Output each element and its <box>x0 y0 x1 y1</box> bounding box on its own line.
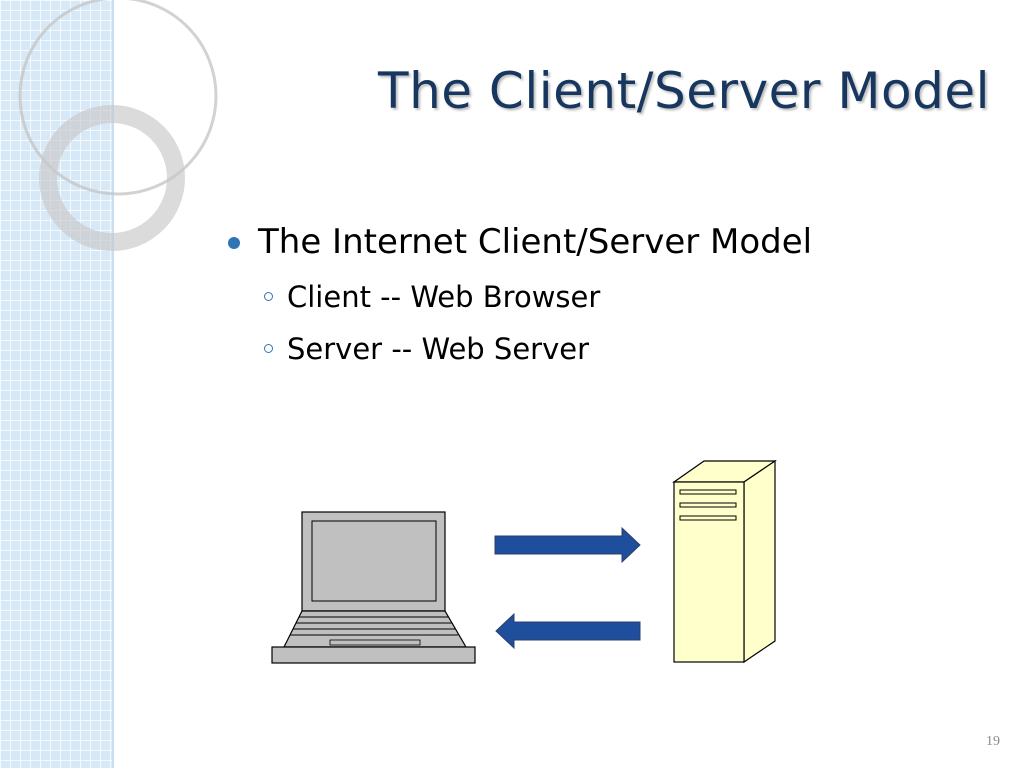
bullet-text: The Internet Client/Server Model <box>258 222 813 262</box>
decorative-circles <box>18 0 218 251</box>
bullet-item: The Internet Client/Server Model <box>228 222 988 262</box>
server-tower-icon <box>672 459 777 664</box>
slide-title: The Client/Server Model <box>378 62 990 120</box>
arrow-left-icon <box>495 612 641 650</box>
page-number: 19 <box>986 734 1000 749</box>
bullet-list: The Internet Client/Server Model Client … <box>228 222 988 366</box>
laptop-icon <box>271 511 476 664</box>
arrow-right-icon <box>494 526 641 564</box>
sub-bullet-text: Client -- Web Browser <box>287 280 601 314</box>
bullet-dot-icon <box>228 237 240 249</box>
sub-bullet-item-server: Server -- Web Server <box>228 332 988 366</box>
sub-bullet-item-client: Client -- Web Browser <box>228 280 988 314</box>
sub-bullet-ring-icon <box>264 344 273 353</box>
sub-bullet-text: Server -- Web Server <box>287 332 590 366</box>
side-band-decoration <box>0 0 114 768</box>
sub-bullet-ring-icon <box>264 292 273 301</box>
